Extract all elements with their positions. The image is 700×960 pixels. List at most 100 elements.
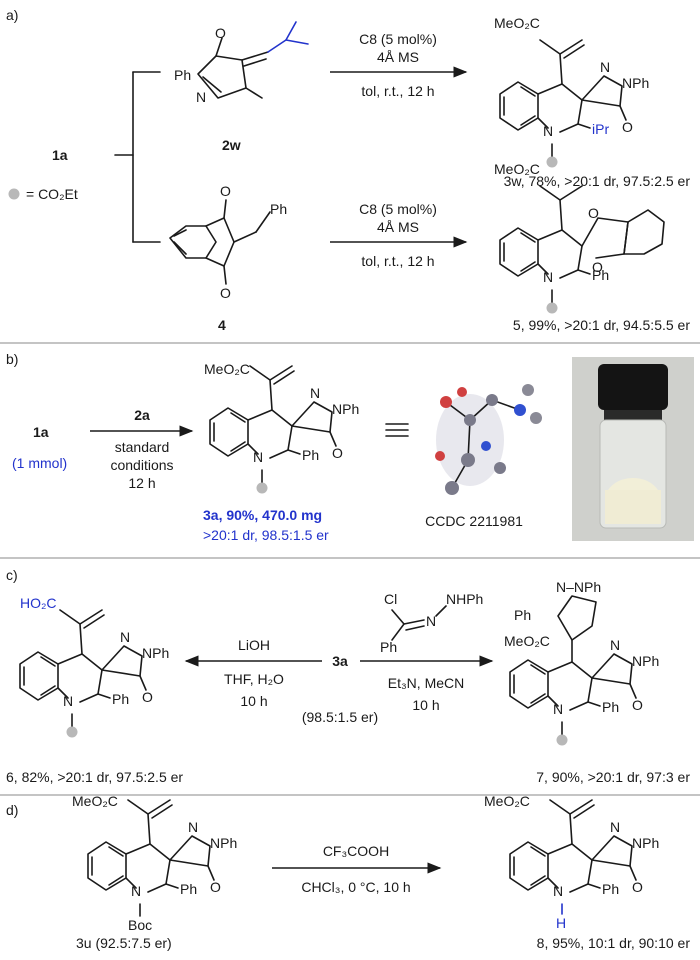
cond-d-2: CHCl₃, 0 °C, 10 h	[301, 879, 410, 895]
svg-text:N: N	[600, 59, 610, 75]
svg-text:O: O	[632, 697, 643, 713]
structure-2w: O Ph N	[174, 21, 309, 105]
svg-text:Boc: Boc	[128, 917, 152, 933]
result-8: 8, 95%, 10:1 dr, 90:10 er	[537, 935, 691, 951]
svg-text:Ph: Ph	[112, 691, 129, 707]
result-3a-line2: >20:1 dr, 98.5:1.5 er	[203, 527, 329, 543]
svg-text:MeO₂C: MeO₂C	[494, 161, 540, 177]
svg-text:N: N	[553, 883, 563, 899]
svg-text:N: N	[120, 629, 130, 645]
svg-text:Ph: Ph	[270, 201, 287, 217]
structure-4: O O Ph	[169, 183, 287, 301]
svg-text:N: N	[310, 385, 320, 401]
compound-1a-label-b: 1a	[33, 424, 49, 440]
xray-structure-image	[435, 384, 542, 495]
svg-text:N: N	[553, 701, 563, 717]
svg-text:O: O	[215, 25, 226, 41]
scale-label: (1 mmol)	[12, 455, 67, 471]
svg-text:Ph: Ph	[514, 607, 531, 623]
svg-text:NPh: NPh	[632, 835, 659, 851]
svg-text:MeO₂C: MeO₂C	[504, 633, 550, 649]
structure-3a: N Ph MeO₂C NPh N O	[204, 361, 359, 494]
ester-dot-legend-icon	[8, 188, 20, 200]
svg-text:Ph: Ph	[592, 267, 609, 283]
svg-text:MeO₂C: MeO₂C	[494, 15, 540, 31]
svg-text:HO₂C: HO₂C	[20, 595, 57, 611]
svg-text:N: N	[543, 123, 553, 139]
legend-text: = CO₂Et	[26, 186, 78, 202]
svg-text:N: N	[426, 613, 436, 629]
ccdc-label: CCDC 2211981	[425, 513, 523, 529]
er-start: (98.5:1.5 er)	[302, 709, 378, 725]
structure-5: N Ph MeO₂C O O	[494, 161, 665, 314]
panel-label-a: a)	[6, 7, 18, 23]
svg-text:N: N	[610, 637, 620, 653]
cond-c-left-2: THF, H₂O	[224, 671, 284, 687]
result-3w: 3w, 78%, >20:1 dr, 97.5:2.5 er	[504, 173, 691, 189]
svg-text:N: N	[610, 819, 620, 835]
svg-text:MeO₂C: MeO₂C	[72, 793, 118, 809]
svg-text:NPh: NPh	[142, 645, 169, 661]
svg-text:Ph: Ph	[302, 447, 319, 463]
result-7: 7, 90%, >20:1 dr, 97:3 er	[536, 769, 690, 785]
svg-text:N: N	[253, 449, 263, 465]
compound-2a-label: 2a	[134, 407, 150, 423]
svg-text:Ph: Ph	[380, 639, 397, 655]
cond-b-2: conditions	[110, 457, 173, 473]
svg-text:NHPh: NHPh	[446, 591, 483, 607]
panel-label-c: c)	[6, 567, 18, 583]
svg-text:O: O	[220, 285, 231, 301]
cond-b-3: 12 h	[128, 475, 155, 491]
structure-6: N Ph HO₂C NPh N O	[19, 595, 169, 738]
cond-d-1: CF₃COOH	[323, 843, 389, 859]
cond-a2-catalyst: C8 (5 mol%)	[359, 201, 437, 217]
svg-text:N–NPh: N–NPh	[556, 579, 601, 595]
svg-text:N: N	[131, 883, 141, 899]
svg-text:NPh: NPh	[210, 835, 237, 851]
result-3u: 3u (92.5:7.5 er)	[76, 935, 172, 951]
svg-text:O: O	[632, 879, 643, 895]
cond-c-right-1: Et₃N, MeCN	[388, 675, 465, 691]
structure-hydrazonoyl-chloride: Cl N NHPh Ph	[380, 591, 483, 655]
structure-3w: N iPr MeO₂C NPh N O	[494, 15, 649, 168]
svg-text:Ph: Ph	[174, 67, 191, 83]
svg-text:NPh: NPh	[632, 653, 659, 669]
svg-text:MeO₂C: MeO₂C	[204, 361, 250, 377]
cond-a2-sieves: 4Å MS	[377, 219, 419, 235]
compound-2w-label: 2w	[222, 137, 241, 153]
svg-text:Ph: Ph	[180, 881, 197, 897]
compound-1a-label: 1a	[52, 147, 68, 163]
svg-text:N: N	[63, 693, 73, 709]
svg-text:O: O	[210, 879, 221, 895]
compound-3a-center: 3a	[332, 653, 348, 669]
cond-a1-solvent: tol, r.t., 12 h	[361, 83, 434, 99]
panel-label-b: b)	[6, 351, 18, 367]
result-3a-line1: 3a, 90%, 470.0 mg	[203, 507, 322, 523]
cond-a1-catalyst: C8 (5 mol%)	[359, 31, 437, 47]
panel-label-d: d)	[6, 802, 18, 818]
svg-text:Cl: Cl	[384, 591, 397, 607]
vial-photo	[572, 357, 694, 541]
svg-text:Ph: Ph	[602, 881, 619, 897]
svg-text:O: O	[622, 119, 633, 135]
structure-8: N H Ph MeO₂C NPh N O	[484, 793, 659, 931]
svg-text:N: N	[188, 819, 198, 835]
svg-text:O: O	[588, 205, 599, 221]
svg-text:MeO₂C: MeO₂C	[484, 793, 530, 809]
svg-text:H: H	[556, 915, 566, 931]
cond-c-left-3: 10 h	[240, 693, 267, 709]
svg-text:Ph: Ph	[602, 699, 619, 715]
svg-text:NPh: NPh	[332, 401, 359, 417]
cond-c-left-1: LiOH	[238, 637, 270, 653]
cond-a2-solvent: tol, r.t., 12 h	[361, 253, 434, 269]
compound-4-label: 4	[218, 317, 226, 333]
svg-text:N: N	[196, 89, 206, 105]
svg-text:NPh: NPh	[622, 75, 649, 91]
svg-text:O: O	[142, 689, 153, 705]
svg-text:N: N	[543, 269, 553, 285]
svg-text:O: O	[592, 259, 603, 275]
cond-c-right-2: 10 h	[412, 697, 439, 713]
result-6: 6, 82%, >20:1 dr, 97.5:2.5 er	[6, 769, 183, 785]
svg-text:O: O	[332, 445, 343, 461]
structure-3u: N Boc Ph MeO₂C NPh N O	[72, 793, 237, 933]
